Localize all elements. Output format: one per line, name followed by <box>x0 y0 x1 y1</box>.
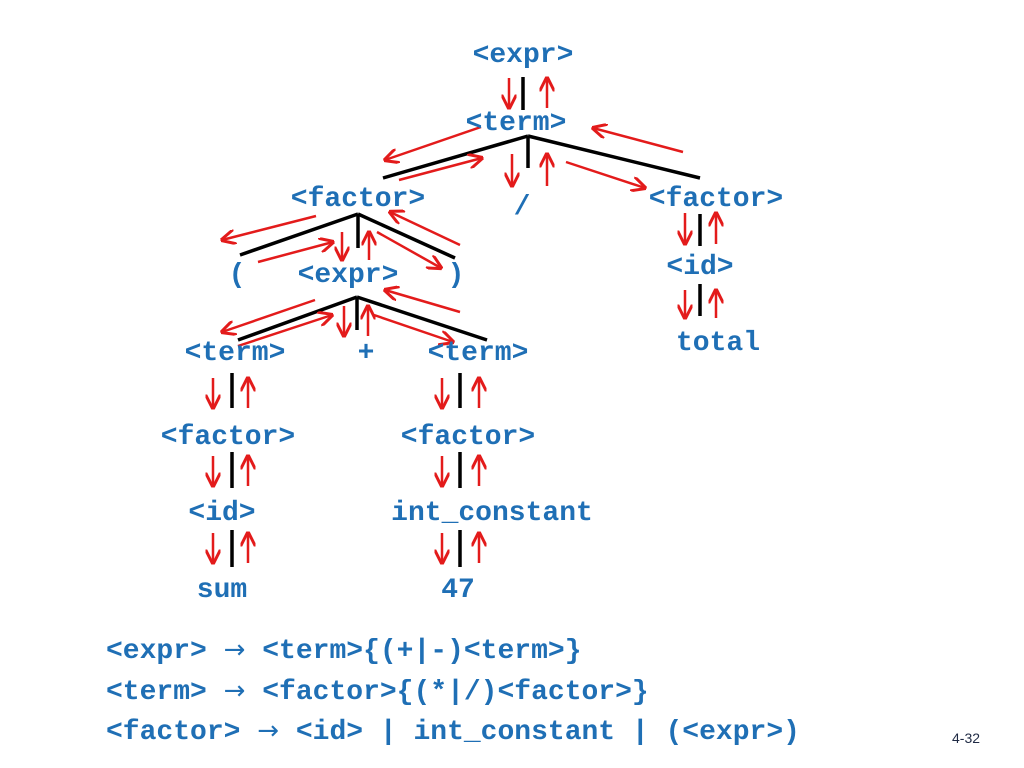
node-plus-operator: + <box>358 338 375 369</box>
arrow-left <box>385 290 461 314</box>
traversal-arrows <box>213 78 716 563</box>
grammar-rule-expr: <expr> → <term>{(+|-)<term>} <box>106 633 582 669</box>
node-lparen: ( <box>229 260 246 291</box>
arrow-right <box>565 160 645 188</box>
edge-term-factor-left <box>382 134 529 180</box>
node-term-left: <term> <box>185 338 286 369</box>
grammar-rule-term: <term> → <factor>{(*|/)<factor>} <box>106 674 649 710</box>
arrow-right <box>237 315 332 348</box>
arrow-left <box>222 214 317 240</box>
node-term-right: <term> <box>428 338 529 369</box>
node-int-constant: int_constant <box>391 498 593 529</box>
node-expr-root: <expr> <box>473 40 574 71</box>
edge-factor-lparen <box>239 212 359 257</box>
edge-term-factor-right <box>527 134 701 180</box>
node-total: total <box>676 328 760 359</box>
arrow-left <box>385 125 482 160</box>
edge-expr-term-left <box>237 295 358 342</box>
node-factor-left: <factor> <box>291 184 425 215</box>
rule-rhs: <term>{(+|-)<term>} <box>262 636 582 667</box>
arrow-left <box>593 128 684 154</box>
produces-arrow-icon: → <box>257 716 280 746</box>
arrow-left <box>222 298 316 332</box>
edge-expr-term-right <box>356 295 488 342</box>
node-factor-right: <factor> <box>649 184 783 215</box>
node-sum: sum <box>197 575 247 606</box>
arrow-right <box>257 242 333 264</box>
slide-number: 4-32 <box>952 730 981 746</box>
rule-lhs: <term> <box>106 677 207 708</box>
grammar-rule-factor: <factor> → <id> | int_constant | (<expr>… <box>106 714 800 750</box>
node-rparen: ) <box>448 260 465 291</box>
node-term: <term> <box>466 108 567 139</box>
tree-nodes: <expr> <term> <factor> / <factor> ( <exp… <box>161 40 783 606</box>
rule-rhs: <factor>{(*|/)<factor>} <box>262 677 649 708</box>
parse-tree: <expr> <term> <factor> / <factor> ( <exp… <box>161 40 783 606</box>
node-id-right: <id> <box>666 252 733 283</box>
arrow-right <box>398 158 482 182</box>
edge-factor-rparen <box>357 212 456 260</box>
arrow-right <box>376 230 441 268</box>
node-expr-inner: <expr> <box>298 260 399 291</box>
node-id-left: <id> <box>188 498 255 529</box>
arrow-left <box>390 212 461 247</box>
produces-arrow-icon: → <box>223 676 246 706</box>
rule-lhs: <expr> <box>106 636 207 667</box>
node-factor-ll: <factor> <box>161 422 295 453</box>
tree-edges <box>230 77 702 567</box>
produces-arrow-icon: → <box>223 635 246 665</box>
node-47: 47 <box>441 575 475 606</box>
node-factor-lr: <factor> <box>401 422 535 453</box>
node-div-operator: / <box>514 192 531 223</box>
arrow-right <box>373 313 453 342</box>
rule-rhs: <id> | int_constant | (<expr>) <box>295 717 800 748</box>
rule-lhs: <factor> <box>106 717 241 748</box>
